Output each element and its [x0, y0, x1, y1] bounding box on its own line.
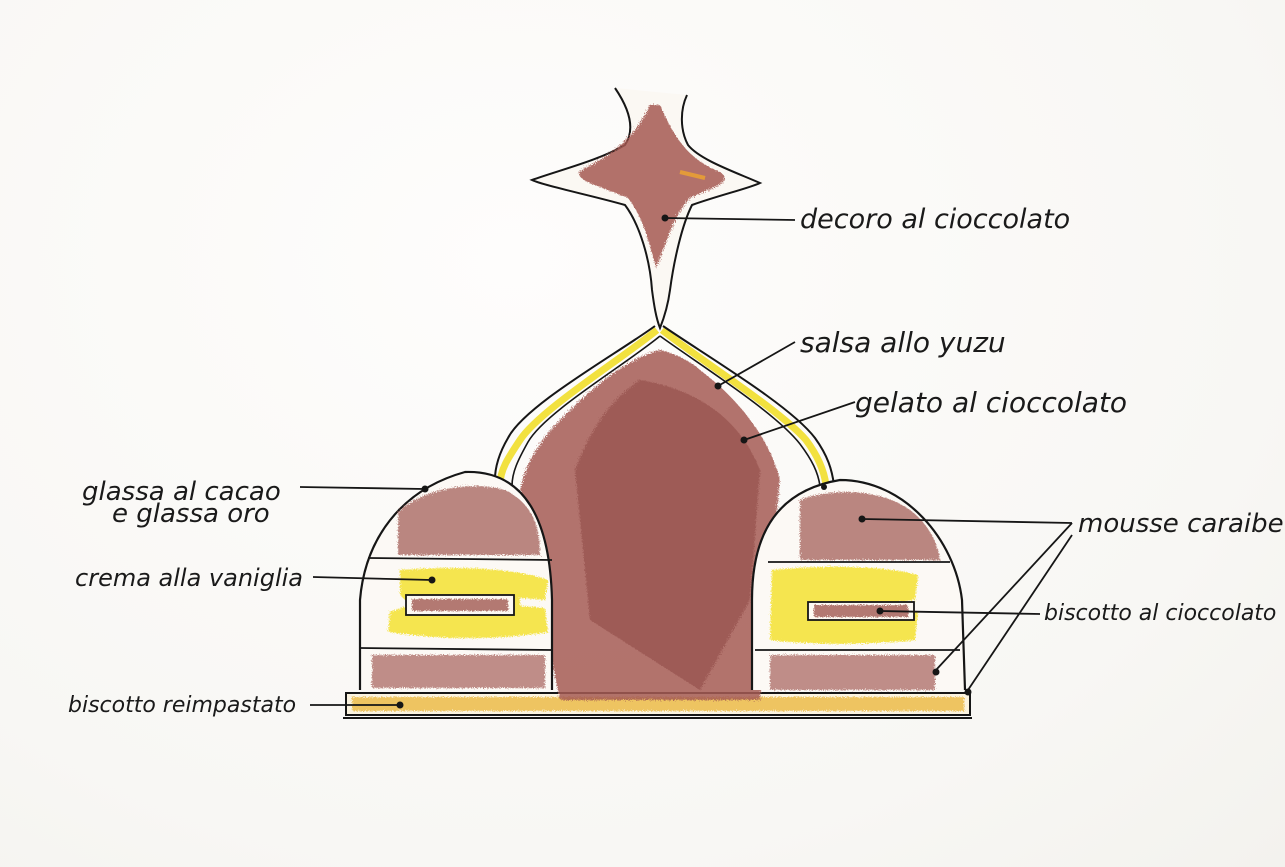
label-biscotto-cioccolato: biscotto al cioccolato [1044, 601, 1276, 626]
label-crema: crema alla vaniglia [75, 564, 303, 592]
label-salsa: salsa allo yuzu [800, 326, 1006, 359]
label-biscotto-reimpastato: biscotto reimpastato [68, 693, 296, 718]
right-dome [752, 480, 965, 690]
label-mousse: mousse caraibe [1078, 509, 1284, 539]
label-decoro: decoro al cioccolato [800, 204, 1070, 235]
label-glassa-line2: e glassa oro [112, 499, 270, 529]
left-dome [360, 472, 552, 690]
chocolate-decoration [532, 88, 760, 328]
label-gelato: gelato al cioccolato [855, 386, 1127, 419]
